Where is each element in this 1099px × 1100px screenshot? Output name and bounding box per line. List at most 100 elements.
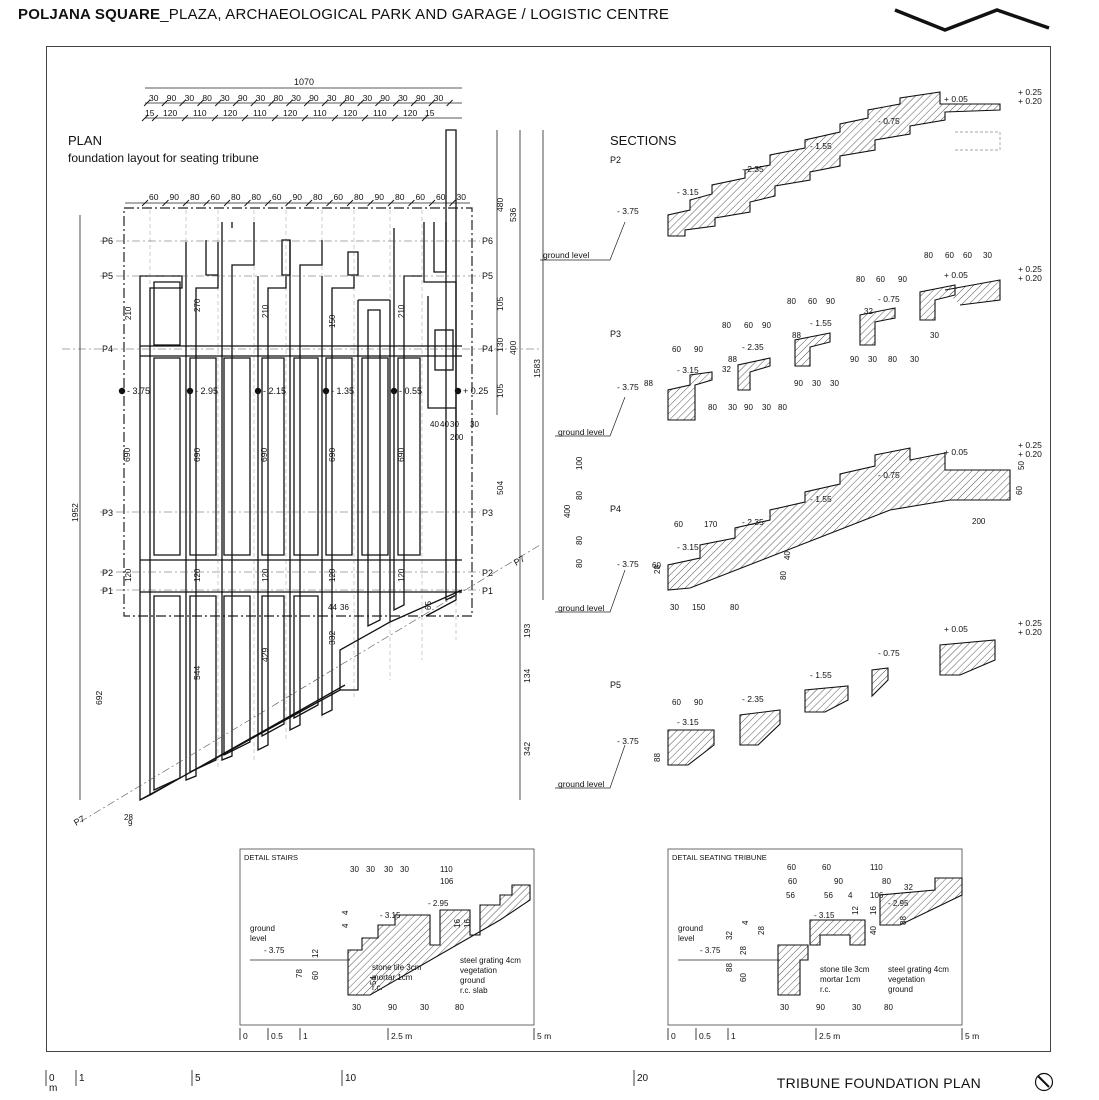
section-level: - 3.75 (617, 559, 639, 569)
drawing-frame (46, 46, 1051, 1052)
plan-dim-a: 30 (149, 93, 159, 103)
plan-row-label-left: P2 (102, 568, 113, 578)
section-p3-dim: 32 (722, 365, 731, 374)
plan-dim-a: 30 (185, 93, 195, 103)
ds-material-right: steel grating 4cm (460, 956, 521, 965)
dt-top-dim: 56 (786, 891, 795, 900)
plan-small-dim: 9 (128, 819, 133, 828)
section-p3-dim: 30 (812, 379, 821, 388)
section-level: - 1.55 (810, 670, 832, 680)
plan-dim-a: 30 (220, 93, 230, 103)
dimension-tick (141, 114, 149, 122)
plan-strip-length: 690 (396, 448, 406, 462)
plan-right-dim: 1952 (70, 503, 80, 522)
plan-dim-a: 80 (274, 93, 284, 103)
section-level: + 0.05 (944, 94, 968, 104)
plan-row-label-right: P3 (482, 508, 493, 518)
level-marker-icon (454, 387, 462, 395)
section-p3-label: P3 (610, 329, 621, 339)
detail-tribune-title: DETAIL SEATING TRIBUNE (672, 853, 767, 862)
dt-material-left: r.c. (820, 985, 831, 994)
ds-scale-label: 0 (243, 1031, 248, 1041)
plan-dim-b: 110 (313, 108, 327, 118)
plan-vert-dim: 120 (397, 568, 406, 582)
plan-top-dimensions (125, 87, 470, 204)
ds-top-dim: 30 (366, 865, 375, 874)
plan-dim-a: 30 (363, 93, 373, 103)
section-p4-dim: 80 (730, 603, 739, 612)
section-p3-dim: 90 (898, 275, 907, 284)
plan-dim-inner: 60 (272, 192, 282, 202)
dimension-tick (223, 199, 231, 207)
plan-strip-length: 690 (259, 448, 269, 462)
plan-dim-a: 90 (238, 93, 248, 103)
section-p3-dim: 60 (808, 297, 817, 306)
dimension-tick (203, 199, 210, 207)
section-level: - 0.75 (878, 470, 900, 480)
ds-top-dim: 30 (400, 865, 409, 874)
plan-dim-inner: 60 (334, 192, 344, 202)
plan-row-label-left: P6 (102, 236, 113, 246)
section-p3-dim: 88 (644, 379, 653, 388)
section-level: + 0.25 (1018, 87, 1042, 97)
section-level: - 0.75 (878, 116, 900, 126)
dimension-tick (421, 114, 429, 122)
section-p4-dim: 170 (704, 520, 718, 529)
plan-small-dim: 40 (440, 420, 449, 429)
dt-side-dim: 88 (725, 963, 734, 972)
dt-top-dim: 4 (848, 891, 853, 900)
section-p2-ground: ground level (543, 250, 589, 260)
section-level: - 2.35 (742, 694, 764, 704)
dt-top-dim: 106 (870, 891, 884, 900)
section-p3-dim: 60 (744, 321, 753, 330)
plan-vert-dim: 270 (193, 298, 202, 312)
plan-subtitle: foundation layout for seating tribune (68, 151, 259, 165)
section-p5: P5 (610, 639, 996, 766)
dt-top-dim: 90 (834, 877, 843, 886)
plan-dim-inner: 80 (252, 192, 262, 202)
plan-lower-length: 429 (260, 648, 270, 662)
section-p4-dim: 60 (674, 520, 683, 529)
plan-level: - 2.95 (195, 386, 218, 396)
plan-dim-inner: 30 (457, 192, 467, 202)
plan-dim-b: 120 (403, 108, 417, 118)
plan-row-label-right: P6 (482, 236, 493, 246)
dimension-tick (285, 199, 292, 207)
dimension-tick (361, 114, 369, 122)
section-level: + 0.20 (1018, 449, 1042, 459)
plan-right-dimension-lines (79, 130, 544, 800)
plan-section-lines (62, 240, 541, 823)
dt-top-dim: 56 (824, 891, 833, 900)
plan-right-dim: 342 (522, 742, 532, 756)
section-p3-dim: 80 (708, 403, 717, 412)
ds-bottom-dim: 30 (420, 1003, 429, 1012)
section-p4-dim: 150 (692, 603, 706, 612)
section-level: - 3.75 (617, 206, 639, 216)
detail-stairs-level: level (250, 934, 267, 943)
level-marker-icon (118, 387, 126, 395)
section-p3-dim: 60 (672, 345, 681, 354)
plan-dim-b: 110 (373, 108, 387, 118)
plan-right-dim: 105 (495, 384, 505, 398)
plan-dim-a: 90 (416, 93, 426, 103)
section-p3-dim: 80 (778, 403, 787, 412)
plan-level: - 2.15 (263, 386, 286, 396)
section-p4-dim: 28 (653, 565, 662, 574)
dimension-tick (151, 114, 159, 122)
plan-dim-a: 80 (202, 93, 212, 103)
dimension-tick (181, 114, 189, 122)
section-level: - 3.15 (677, 717, 699, 727)
plan-small-dim: 36 (340, 603, 349, 612)
plan-dim-a: 80 (345, 93, 355, 103)
plan-right-dim: 130 (495, 338, 505, 352)
section-level: + 0.25 (1018, 264, 1042, 274)
detail-tribune: DETAIL SEATING TRIBUNE ground level ston… (667, 848, 979, 1041)
section-p4-dim: 80 (575, 536, 584, 545)
dimension-tick (161, 99, 169, 107)
